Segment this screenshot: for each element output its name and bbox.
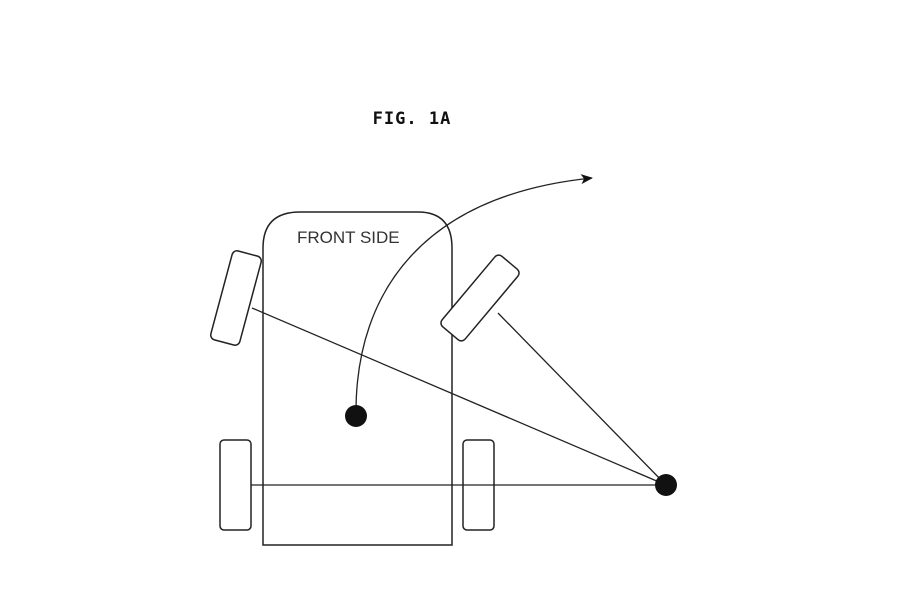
front-side-label: FRONT SIDE bbox=[297, 228, 400, 247]
front-right-wheel bbox=[440, 254, 520, 342]
turning-center-dot bbox=[655, 474, 677, 496]
front-right-wheel-line bbox=[497, 312, 667, 486]
vehicle-center-dot bbox=[345, 405, 367, 427]
front-left-wheel bbox=[209, 250, 263, 346]
figure-title: FIG. 1A bbox=[372, 109, 452, 129]
turning-path-arrow bbox=[355, 174, 593, 413]
front-left-wheel-line bbox=[251, 307, 667, 486]
rear-left-wheel bbox=[219, 439, 252, 531]
